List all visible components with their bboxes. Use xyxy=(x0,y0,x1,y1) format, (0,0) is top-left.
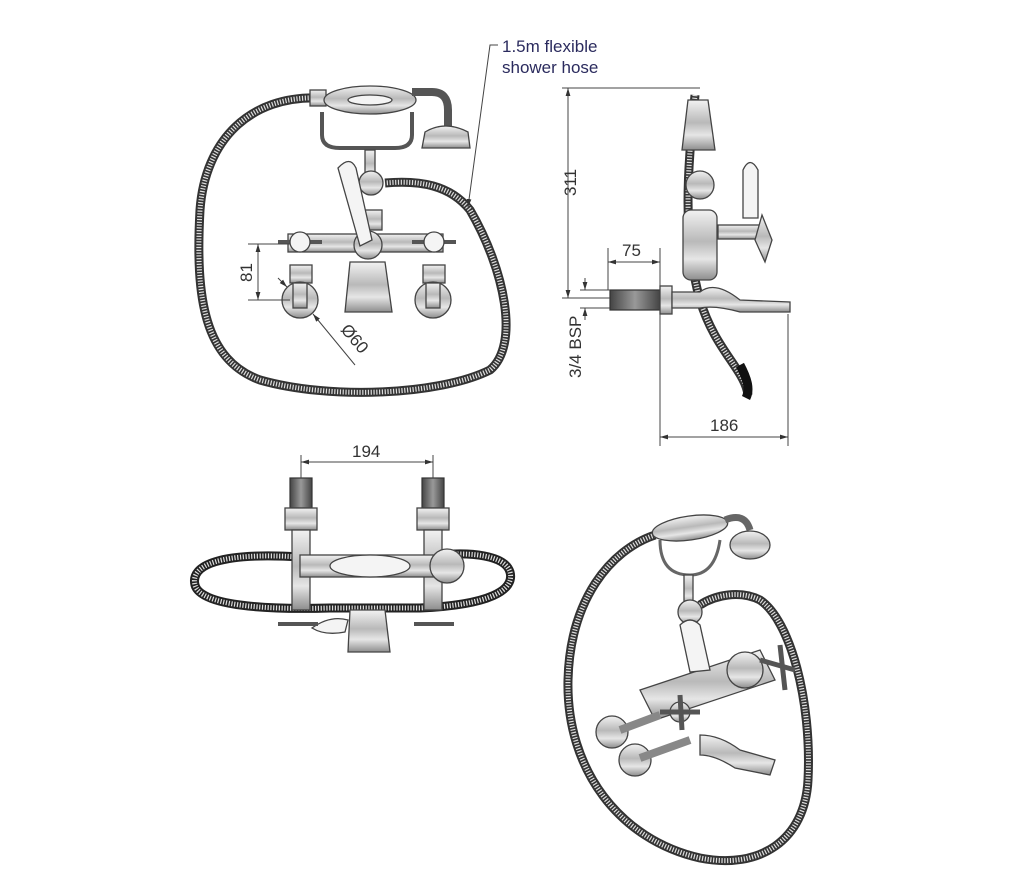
dim-bsp-label: 3/4 BSP xyxy=(566,316,585,378)
front-hose xyxy=(194,93,511,397)
front-handset xyxy=(309,85,471,150)
dim-186-label: 186 xyxy=(710,416,738,435)
side-view: 311 75 3/4 BSP 186 xyxy=(561,87,791,446)
hose-label-line2: shower hose xyxy=(502,58,598,77)
hose-annotation: 1.5m flexible shower hose xyxy=(466,37,598,208)
dim-194-label: 194 xyxy=(352,442,380,461)
dim-60-label: Ø60 xyxy=(337,320,372,357)
dim-194: 194 xyxy=(300,442,434,478)
front-right-valve xyxy=(412,231,456,319)
dim-75-label: 75 xyxy=(622,241,641,260)
front-body xyxy=(278,149,456,319)
dim-311-label: 311 xyxy=(561,169,580,196)
dim-186: 186 xyxy=(659,314,789,446)
dim-81: 81 xyxy=(237,243,290,301)
front-view: 1.5m flexible shower hose 81 Ø60 xyxy=(194,37,598,397)
hose-label-line1: 1.5m flexible xyxy=(502,37,597,56)
isometric-view xyxy=(563,514,813,866)
dim-81-label: 81 xyxy=(237,263,256,282)
top-view: 194 xyxy=(190,442,516,653)
front-left-valve xyxy=(278,231,322,319)
dim-311: 311 xyxy=(561,87,700,299)
dim-75: 75 xyxy=(607,241,661,290)
dim-bsp: 3/4 BSP xyxy=(566,278,610,378)
